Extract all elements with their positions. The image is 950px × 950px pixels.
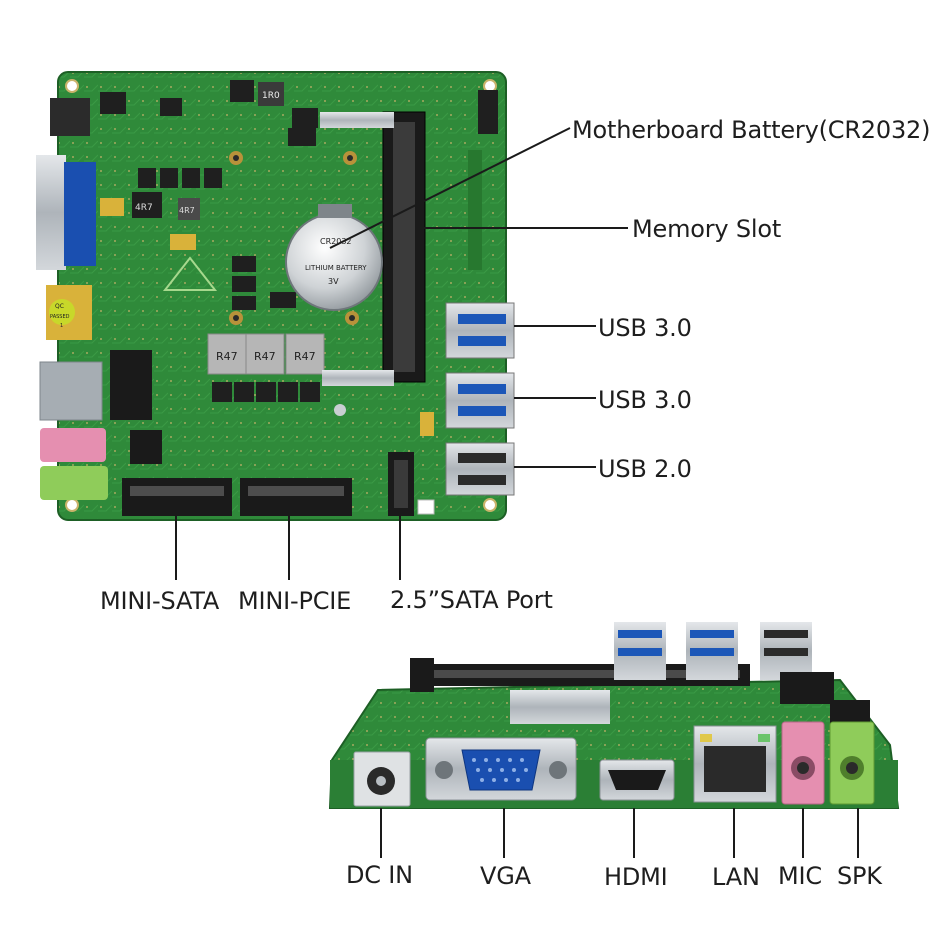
label-mini-pcie: MINI-PCIE [238,587,352,615]
label-dc-in: DC IN [346,861,413,889]
label-lan: LAN [712,863,760,891]
inductor-4r7-a: 4R7 [135,203,153,213]
label-memory-slot: Memory Slot [632,215,782,243]
mic-jack-top [40,428,106,462]
usb30-port-1 [445,302,515,359]
label-vga: VGA [480,862,531,890]
motherboard-top-view [36,71,515,521]
spk-jack-top [40,466,108,500]
label-motherboard-battery: Motherboard Battery(CR2032) [572,116,931,144]
vga-port-top [64,162,96,266]
inductor-4r7-b: 4R7 [179,206,195,215]
label-mini-sata: MINI-SATA [100,587,220,615]
battery-marking-3: 3V [328,277,339,286]
inductor-label-2: R47 [254,350,276,363]
dc-jack-top [50,98,90,136]
leader-lines [175,127,859,858]
motherboard-rear-view [328,622,900,809]
usb20-port [445,442,515,496]
label-spk: SPK [837,862,882,890]
label-sata-port: 2.5”SATA Port [390,586,553,614]
label-usb30-1: USB 3.0 [598,314,692,342]
inductor-label-1: R47 [216,350,238,363]
battery-marking-1: CR2032 [320,237,352,246]
usb30-port-2 [445,372,515,429]
label-mic: MIC [778,862,822,890]
lan-port-top [39,361,103,421]
qc-sticker-2: PASSED [50,314,70,320]
mini-sata-slot [122,478,232,516]
label-hdmi: HDMI [604,863,668,891]
inductor-top-label: 1R0 [262,91,280,101]
mini-pcie-slot [240,478,352,516]
qc-sticker-3: 1 [60,323,63,329]
inductor-label-3: R47 [294,350,316,363]
battery-marking-2: LITHIUM BATTERY [305,264,367,272]
label-usb30-2: USB 3.0 [598,386,692,414]
qc-sticker-1: QC [55,303,64,310]
label-usb20: USB 2.0 [598,455,692,483]
